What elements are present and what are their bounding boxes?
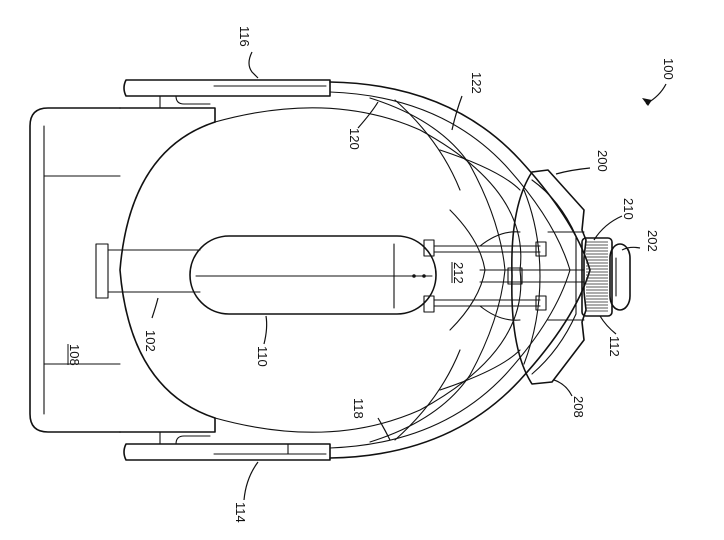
ref-112: 112 xyxy=(607,336,622,357)
ref-118: 118 xyxy=(351,398,366,419)
ref-102: 102 xyxy=(143,330,158,352)
adjuster-rods xyxy=(433,231,585,321)
ref-114: 114 xyxy=(233,502,248,523)
ref-210: 210 xyxy=(621,198,636,220)
leader-lines xyxy=(151,51,667,501)
ref-208: 208 xyxy=(571,396,586,418)
ref-200: 200 xyxy=(595,150,610,172)
display-housing xyxy=(29,107,216,433)
ref-116: 116 xyxy=(237,26,252,47)
rear-cradle xyxy=(511,169,587,385)
ref-212: 212 xyxy=(451,262,466,284)
ref-202: 202 xyxy=(645,230,660,252)
reference-numerals: 100 102 108 110 112 114 116 118 120 122 … xyxy=(67,26,676,523)
ref-122: 122 xyxy=(469,72,484,94)
strap-top xyxy=(123,79,331,109)
ref-100: 100 xyxy=(661,58,676,80)
top-pad xyxy=(107,235,437,315)
ref-120: 120 xyxy=(347,128,362,150)
strap-bottom xyxy=(123,431,331,461)
ref-108: 108 xyxy=(67,344,82,366)
adjustment-knob xyxy=(581,237,631,317)
ref-110: 110 xyxy=(255,346,270,367)
